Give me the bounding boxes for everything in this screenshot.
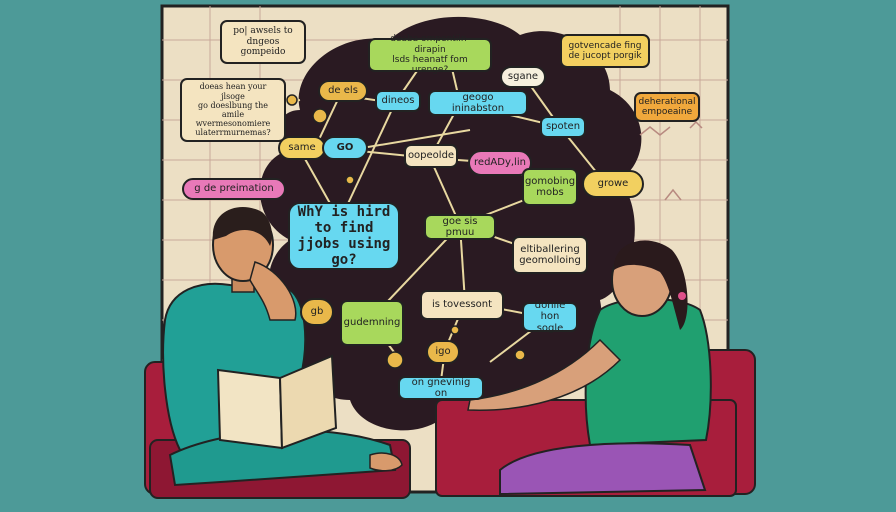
note-left-question: doeas hean your jlsoge go doeslbung the … <box>180 78 286 142</box>
label-oopeolde: oopeolde <box>404 144 458 168</box>
label-gudemning: gudemning <box>340 300 404 346</box>
label-same: same <box>278 136 326 160</box>
label-on-grevining: on gnevinig on <box>398 376 484 400</box>
main-question: WhY is hird to find jjobs using go? <box>288 202 400 270</box>
label-go: GO <box>322 136 368 160</box>
label-sgane: sgane <box>500 66 546 88</box>
label-top-right: gotvencade fing de jucopt porgik <box>560 34 650 68</box>
label-dineos: dineos <box>375 90 421 112</box>
label-de-els: de els <box>318 80 368 102</box>
label-deherational: deherational empoeaine <box>634 92 700 122</box>
label-gomobing: gomobing mobs <box>522 168 578 206</box>
label-spoten: spoten <box>540 116 586 138</box>
label-dohlie: dohlie hon sogle <box>522 302 578 332</box>
label-eltiballering: eltiballering geomolloing <box>512 236 588 274</box>
label-is-tovessont: is tovessont <box>420 290 504 320</box>
label-gb: gb <box>300 298 334 326</box>
label-igo: igo <box>426 340 460 364</box>
label-go-premiation: g de preimation <box>182 178 286 200</box>
label-growe: growe <box>582 170 644 198</box>
label-top-center: deaba ompentiin-dirapin lsds heanatf fom… <box>368 38 492 72</box>
label-goe-sis: goe sis pmuu <box>424 214 496 240</box>
note-top-left: po| awsels to dngeos gompeido <box>220 20 306 64</box>
label-geogo: geogo ininabston <box>428 90 528 116</box>
